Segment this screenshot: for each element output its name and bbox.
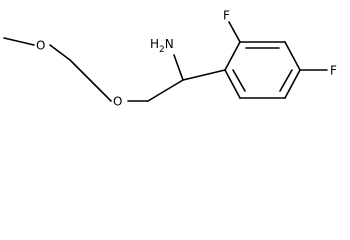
amine-label-h: H <box>150 37 159 51</box>
ring-double-bond-left <box>232 69 246 92</box>
bond-ch2-ch2 <box>69 59 96 86</box>
bond-ch2-oxygen <box>94 84 112 102</box>
chemical-structure: H2N O O F F <box>3 9 337 109</box>
ring-double-bond-right <box>279 69 293 92</box>
ring-bond-1 <box>224 41 241 71</box>
fluorine-ortho-label: F <box>223 9 230 23</box>
bond-chiral-carbon-ring <box>182 69 226 81</box>
amine-label-n: N <box>165 37 174 51</box>
ring-bond-6 <box>224 69 241 99</box>
bond-ch2-chiral-carbon <box>147 79 184 102</box>
ether-oxygen-right-label: O <box>113 95 122 109</box>
bond-methyl-oxygen <box>3 37 35 46</box>
amine-label-subscript: 2 <box>159 45 165 55</box>
bond-chiral-carbon-nitrogen <box>173 54 184 81</box>
ring-bond-3 <box>284 41 301 71</box>
ring-bond-4 <box>284 69 301 99</box>
ether-oxygen-left-label: O <box>36 39 45 53</box>
bond-ring-fluorine-ortho <box>228 21 241 43</box>
bond-oxygen-ch2-a <box>49 44 71 61</box>
fluorine-para-label: F <box>330 64 337 78</box>
amine-label: H2N <box>150 37 174 55</box>
